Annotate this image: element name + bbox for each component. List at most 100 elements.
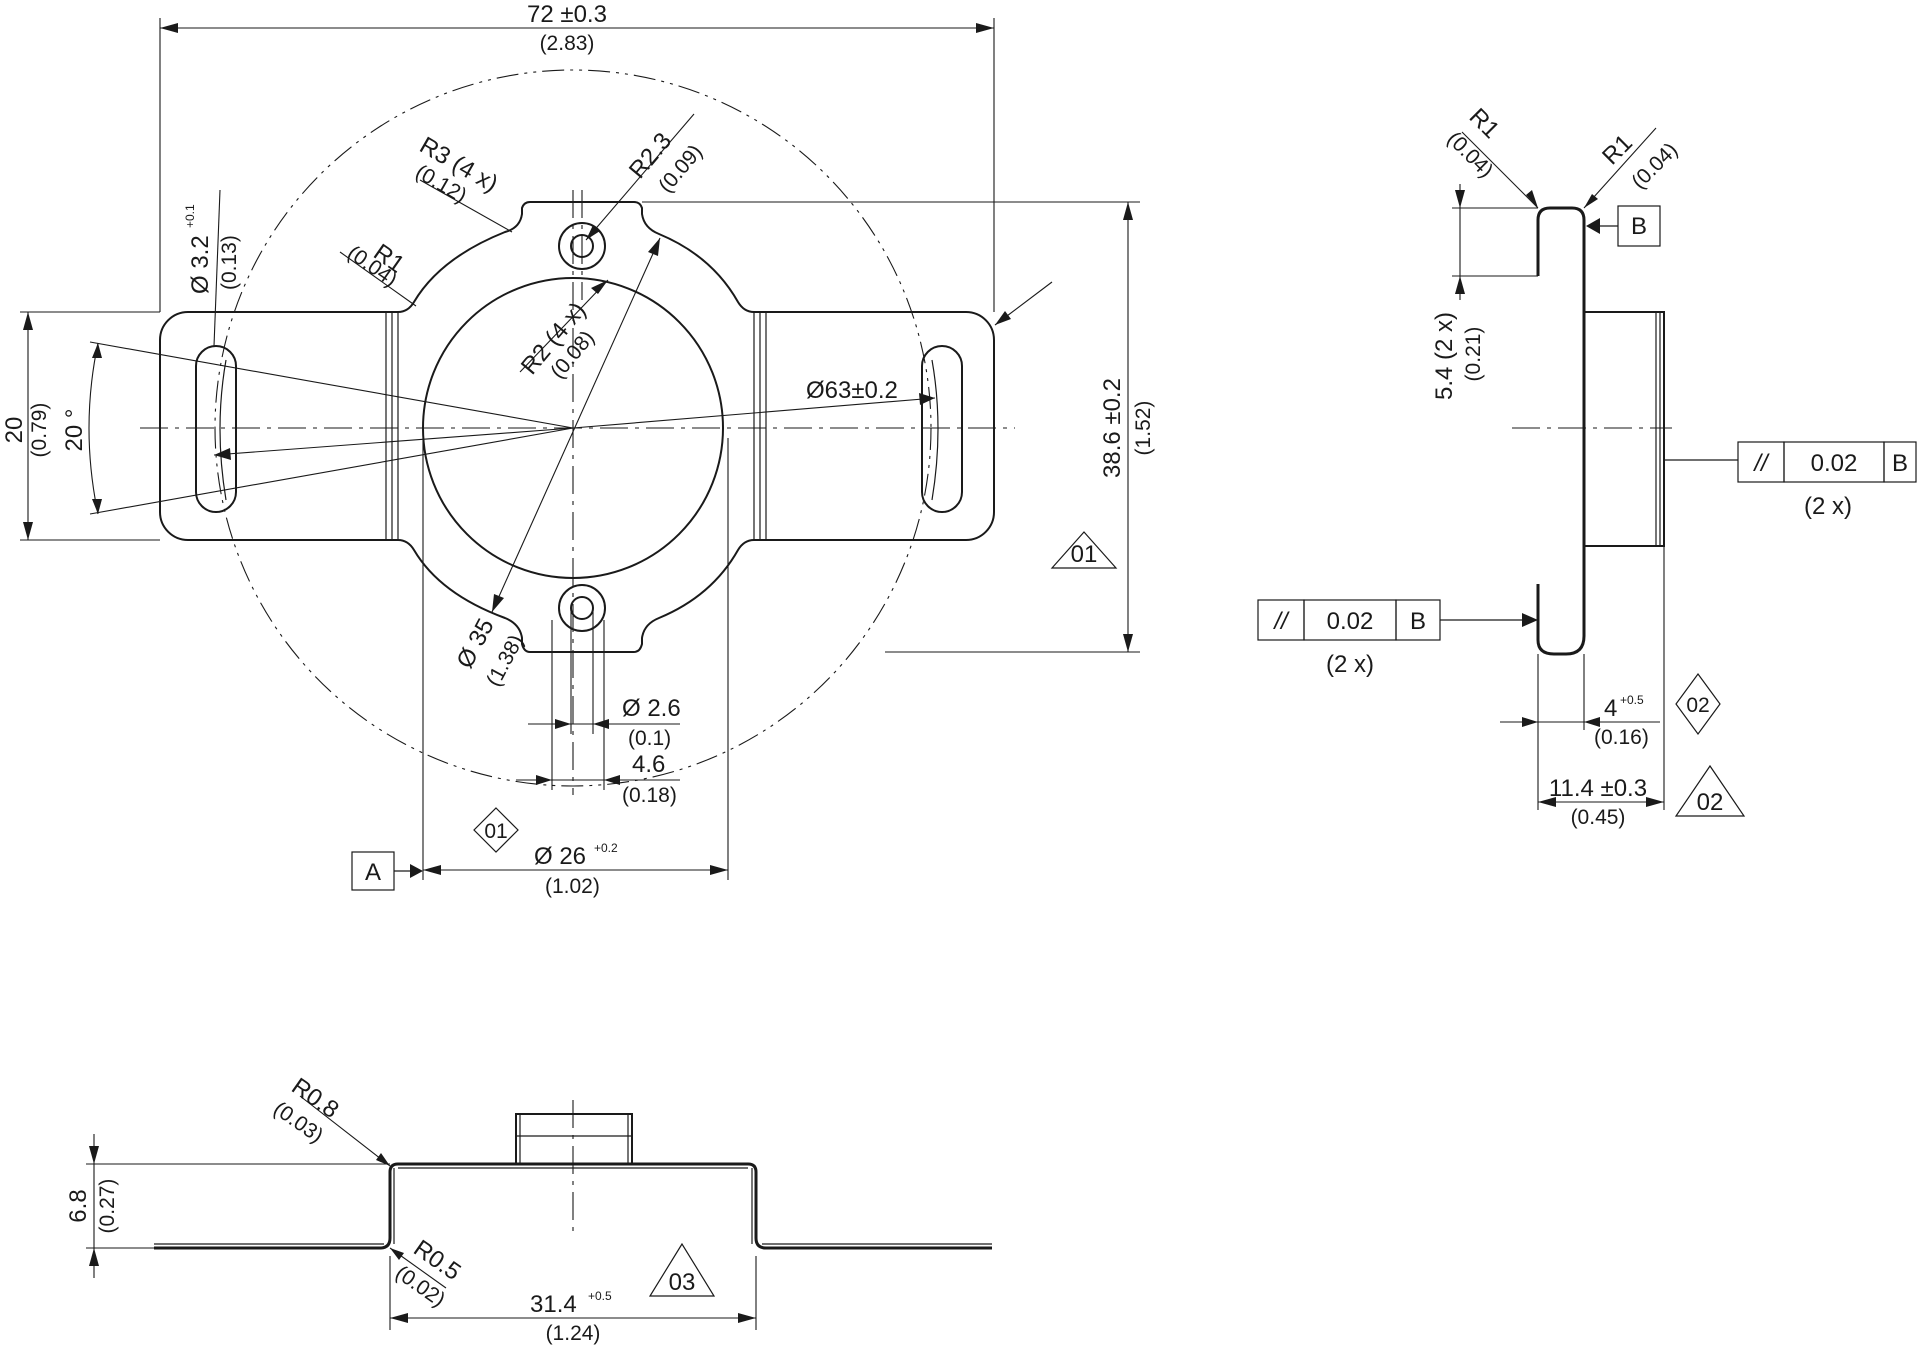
note-03-tri-label: 03 [669,1269,696,1296]
dim-h68: 6.8 (0.27) [65,1134,390,1278]
note-01-diamond: 01 [473,807,519,853]
dim-46: 4.6 (0.18) [516,620,680,807]
dim-overall-width: 72 ±0.3 (2.83) [159,1,995,312]
dim-r1-top: R1 (0.04) [339,239,417,307]
top-view-outline [159,201,995,653]
angle-20-label: 20 ° [61,409,88,452]
d26-inch: (1.02) [545,875,600,898]
datum-b-top: B [1586,205,1661,247]
hole-bottom [570,596,594,620]
arrow-radial-right [919,393,935,405]
hole-top-outer [558,222,606,270]
note-02-tri-label: 02 [1697,789,1724,816]
d26-label: Ø 26 [534,843,586,870]
d26-hole-label: Ø 2.6 [622,695,681,722]
w46-label: 4.6 [632,751,665,778]
d32-inch: (0.13) [218,235,241,290]
radial-to-slot-right [572,397,936,429]
w46-inch: (0.18) [622,784,677,807]
dim-d26: Ø 26 +0.2 (1.02) [422,438,729,898]
w314-inch: (1.24) [546,1322,601,1345]
front-view [154,1100,992,1250]
dim-r1-side-b: R1 (0.04) [1583,127,1682,209]
dim-r05: R0.5 (0.02) [389,1235,466,1312]
dim-r23: R2.3 (0.09) [585,113,707,241]
dim-w4: 4 +0.5 (0.16) [1500,654,1660,749]
w4-inch: (0.16) [1594,726,1649,749]
frame-left-symbol: // [1272,608,1290,635]
h54-label: 5.4 (2 x) [1431,312,1458,400]
slot-left-arc [219,359,227,501]
side-view [1512,206,1672,656]
note-01-tri-label: 01 [1071,541,1098,568]
dim-d32: Ø 3.2 +0.1 (0.13) [183,189,241,347]
slot-right-arc [931,359,939,501]
w4-label: 4 [1604,695,1617,722]
radial-to-slot-left [213,427,574,456]
height-20-inch: (0.79) [28,403,51,458]
slot-right [921,345,963,513]
height-386-inch: (1.52) [1132,401,1155,456]
w314-label: 31.4 [530,1291,577,1318]
h68-inch: (0.27) [96,1179,119,1234]
note-02-dia-label: 02 [1686,694,1709,717]
note-03-triangle: 03 [648,1242,716,1297]
frame-left-value: 0.02 [1327,608,1374,635]
arrow-d35-top [648,238,660,256]
slot-left [195,345,237,513]
dim-54: 5.4 (2 x) (0.21) [1431,184,1538,400]
dim-r3: R3 (4 x) (0.12) [412,132,513,233]
height-386-label: 38.6 ±0.2 [1099,378,1126,478]
h54-inch: (0.21) [1462,327,1485,382]
note-01-triangle: 01 [1050,531,1118,569]
dim-w314: 31.4 +0.5 (1.24) [389,1256,757,1345]
parallelism-frame-right: // 0.02 B (2 x) [1664,441,1917,520]
d26-tol: +0.2 [594,841,618,855]
angle-leader-lower [89,427,574,515]
d35-leader [491,237,661,613]
w114-inch: (0.45) [1571,806,1626,829]
datum-b-label: B [1631,213,1647,240]
dim-height-20: 20 (0.79) 20 ° [1,311,160,541]
dim-d63: Ø63±0.2 [806,281,1053,404]
w314-tol: +0.5 [588,1289,612,1303]
frame-right-value: 0.02 [1811,450,1858,477]
frame-left-datum: B [1410,608,1426,635]
parallelism-frame-left: // 0.02 B (2 x) [1257,599,1538,678]
angle-arc [88,342,99,515]
frame-right-count: (2 x) [1804,493,1852,520]
arrow-angle-top [92,343,102,358]
dim-w114: 11.4 ±0.3 (0.45) [1537,546,1665,829]
hole-bottom-outer [558,584,606,632]
arrow-radial-left [214,448,231,460]
arrow-angle-bottom [92,499,102,514]
datum-a-label: A [365,859,381,886]
w114-label: 11.4 ±0.3 [1549,775,1647,802]
dim-r08: R0.8 (0.03) [269,1073,391,1167]
angle-leader-upper [89,341,574,429]
overall-width-inch: (2.83) [540,32,595,55]
d32-tol: +0.1 [183,204,197,228]
frame-right-datum: B [1892,450,1908,477]
h68-label: 6.8 [65,1189,92,1222]
side-view-profile [1536,206,1586,656]
height-20-label: 20 [1,417,28,444]
dim-d26-hole: Ø 2.6 (0.1) [528,608,681,750]
frame-right-symbol: // [1752,450,1770,477]
side-view-boss [1583,311,1665,547]
datum-a: A [351,851,423,891]
dim-r2: R2 (4 x) (0.08) [516,279,609,383]
dim-height-386: 38.6 ±0.2 (1.52) [642,201,1155,653]
front-view-boss [515,1113,633,1165]
d63-label: Ø63±0.2 [806,377,898,404]
note-02-triangle: 02 [1674,764,1746,817]
overall-width-label: 72 ±0.3 [527,1,607,28]
d32-label: Ø 3.2 [187,235,214,294]
note-02-diamond: 02 [1675,672,1721,736]
frame-left-count: (2 x) [1326,651,1374,678]
w4-tol: +0.5 [1620,693,1644,707]
arrow-d35-bottom [492,594,504,612]
r1-side-b-label: R1 [1597,129,1638,170]
d26-hole-inch: (0.1) [628,727,671,750]
